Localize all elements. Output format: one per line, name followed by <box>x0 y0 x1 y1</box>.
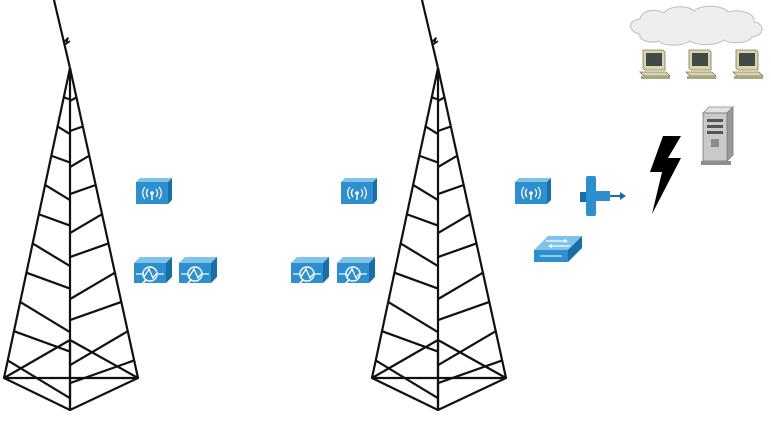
network-switch-icon[interactable] <box>534 236 582 262</box>
server-tower-icon[interactable] <box>701 106 734 165</box>
directional-antenna-icon[interactable] <box>580 176 626 216</box>
wireless-access-point-icon[interactable] <box>341 178 377 204</box>
radio-module-icon[interactable] <box>291 257 329 285</box>
lightning-bolt-icon <box>650 136 681 214</box>
workstation-icon[interactable] <box>685 49 717 79</box>
radio-module-icon[interactable] <box>337 257 375 285</box>
radio-tower-icon <box>2 0 140 412</box>
cloud-icon <box>630 5 763 46</box>
workstation-icon[interactable] <box>639 49 671 79</box>
wireless-access-point-icon[interactable] <box>136 178 172 204</box>
radio-module-icon[interactable] <box>179 257 217 285</box>
wireless-access-point-icon[interactable] <box>515 178 551 204</box>
workstation-icon[interactable] <box>732 49 764 79</box>
radio-tower-icon <box>370 0 508 412</box>
radio-module-icon[interactable] <box>134 257 172 285</box>
